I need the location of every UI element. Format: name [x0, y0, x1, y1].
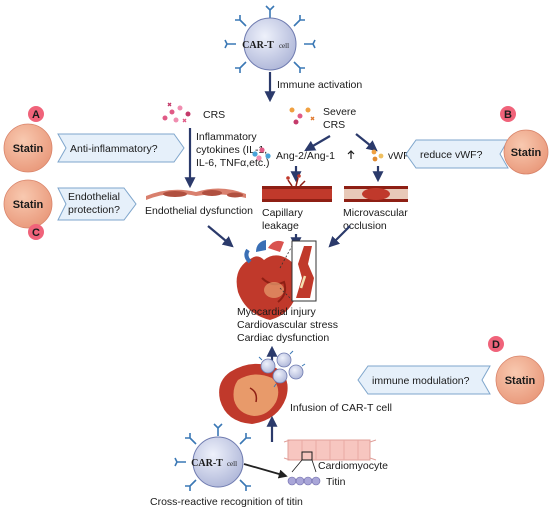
car-t-label: CAR-T [191, 458, 223, 469]
heart-illustration [236, 240, 300, 320]
infusion-label: Infusion of CAR-T cell [290, 402, 392, 414]
cardiomyocyte-label: Cardiomyocyte [318, 460, 388, 472]
immune-activation-label: Immune activation [277, 79, 362, 91]
badge-a [28, 106, 44, 122]
cytokine-cluster-icon [289, 107, 315, 125]
badge-c-label: C [32, 227, 40, 239]
car-t-sublabel: cell [227, 460, 237, 468]
arrow-occlusion-to-heart [328, 225, 351, 248]
microvascular-occlusion-label-2: occlusion [343, 220, 387, 232]
cardiomyocyte-illustration [283, 439, 377, 473]
severe-crs-label-2: CRS [323, 119, 345, 131]
cross-reactive-label: Cross-reactive recognition of titin [150, 496, 303, 508]
badge-b [500, 106, 516, 122]
statin-d [495, 355, 545, 405]
infusion-heart-illustration [219, 363, 288, 424]
ang-molecules-icon [252, 147, 271, 161]
endothelial-protection-arrow-box [57, 187, 137, 221]
arrow-severe-crs-to-vwf [355, 133, 378, 152]
outcome-label-1: Myocardial injury [237, 306, 317, 318]
car-t-cells-cluster-icon [258, 350, 306, 388]
statin-d-label: Statin [505, 375, 536, 387]
zoom-line [279, 245, 293, 269]
badge-d [488, 336, 504, 352]
statin-c-label: Statin [13, 199, 44, 211]
inflammatory-label-3: IL-6, TNFα,etc.) [196, 157, 270, 169]
anti-inflammatory-arrow-box [57, 133, 185, 163]
statin-b-label: Statin [511, 147, 542, 159]
reduce-vwf-arrow-box [405, 139, 509, 169]
statin-a [3, 123, 53, 173]
immune-modulation-label: immune modulation? [372, 375, 470, 387]
endothelial-dysfunction-label: Endothelial dysfunction [145, 205, 253, 217]
car-t-label: CAR-T [242, 40, 274, 51]
vwf-label: vWF [388, 150, 410, 162]
endothelial-protection-label-1: Endothelial [68, 191, 120, 203]
badge-a-label: A [32, 109, 40, 121]
ang-label: Ang-2/Ang-1 [276, 150, 335, 162]
arrow-car-t-to-titin [243, 463, 288, 479]
anti-inflammatory-label: Anti-inflammatory? [70, 143, 158, 155]
titin-label: Titin [326, 476, 346, 488]
crs-label: CRS [203, 109, 225, 121]
endothelial-protection-label-2: protection? [68, 204, 120, 216]
immune-modulation-arrow-box [357, 365, 491, 395]
capillary-leakage-label-2: leakage [262, 220, 299, 232]
titin-chain-icon [287, 476, 321, 486]
up-arrow-icon [347, 150, 355, 159]
cytokine-cluster-icon [162, 102, 191, 123]
inflammatory-label-2: cytokines (IL-1, [196, 144, 267, 156]
outcome-label-3: Cardiac dysfunction [237, 332, 329, 344]
endothelium-illustration [146, 188, 246, 200]
car-t-cell-top: CAR-T cell [224, 5, 316, 73]
car-t-sublabel: cell [279, 42, 289, 50]
car-t-cell-bottom: CAR-T cell [174, 423, 251, 491]
antibody-receptors-icon [224, 5, 316, 73]
microvascular-occlusion-label-1: Microvascular [343, 207, 408, 219]
microvascular-occlusion-illustration [344, 186, 408, 202]
statin-a-label: Statin [13, 143, 44, 155]
vwf-molecules-icon [371, 149, 384, 162]
vessel-zoom-inset [291, 240, 317, 302]
statin-c [3, 179, 53, 229]
antibody-receptors-icon [174, 423, 251, 491]
arrow-severe-crs-to-ang [304, 135, 331, 152]
badge-d-label: D [492, 339, 500, 351]
reduce-vwf-label: reduce vWF? [420, 149, 483, 161]
statin-b [503, 129, 549, 175]
severe-crs-label-1: Severe [323, 106, 356, 118]
badge-c [28, 224, 44, 240]
zoom-line [279, 287, 293, 301]
capillary-leakage-label-1: Capillary [262, 207, 304, 219]
inflammatory-label-1: Inflammatory [196, 131, 257, 143]
badge-b-label: B [504, 109, 512, 121]
capillary-leakage-illustration [262, 174, 332, 202]
arrow-endothelium-to-heart [207, 225, 234, 248]
outcome-label-2: Cardiovascular stress [237, 319, 338, 331]
